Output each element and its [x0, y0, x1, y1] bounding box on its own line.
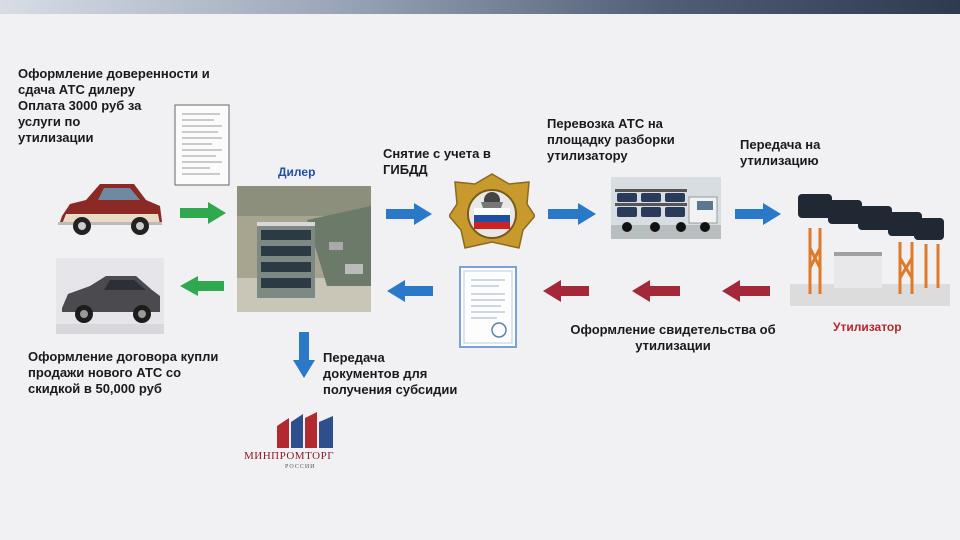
- logo-name-text: МИНПРОМТОРГ: [244, 450, 335, 462]
- recycler-label: Утилизатор: [833, 320, 902, 334]
- arrow-right-blue-icon: [735, 203, 781, 225]
- car-transporter-truck-image: [611, 177, 721, 239]
- step-handover-recycling-text: Передача на утилизацию: [740, 137, 821, 168]
- arrow-left-red-icon: [722, 280, 770, 302]
- arrow-left-red-icon: [543, 280, 589, 302]
- logo-sub-text: РОССИИ: [285, 464, 316, 470]
- top-banner-bar: [0, 0, 960, 14]
- arrow-right-blue-icon: [548, 203, 596, 225]
- document-icon: [174, 104, 230, 186]
- dealer-label: Дилер: [278, 165, 316, 179]
- arrow-left-blue-icon: [387, 280, 433, 302]
- step-deregister-text: Снятие с учета в ГИБДД: [383, 146, 491, 177]
- arrow-right-blue-icon: [386, 203, 432, 225]
- old-car-icon: [58, 184, 162, 235]
- arrow-left-red-icon: [632, 280, 680, 302]
- arrow-left-green-icon: [180, 276, 224, 296]
- step-dealer-handover-text: Оформление доверенности и сдача АТС диле…: [18, 66, 210, 145]
- arrow-right-green-icon: [180, 202, 226, 224]
- recycling-plant-image: [790, 194, 950, 306]
- step-subsidy-docs-text: Передача документов для получения субсид…: [323, 350, 458, 397]
- new-car-icon: [56, 258, 164, 334]
- step-certificate-text: Оформление свидетельства об утилизации: [570, 322, 776, 353]
- certificate-document-icon: [459, 266, 517, 348]
- step-new-car-text: Оформление договора купли продажи нового…: [28, 349, 219, 396]
- minpromtorg-logo-icon: [277, 412, 333, 448]
- arrow-down-blue-icon: [293, 332, 315, 378]
- step-transport-text: Перевозка АТС на площадку разборки утили…: [547, 116, 675, 163]
- gibdd-emblem-icon: [449, 173, 535, 249]
- dealer-building-image: [237, 186, 371, 312]
